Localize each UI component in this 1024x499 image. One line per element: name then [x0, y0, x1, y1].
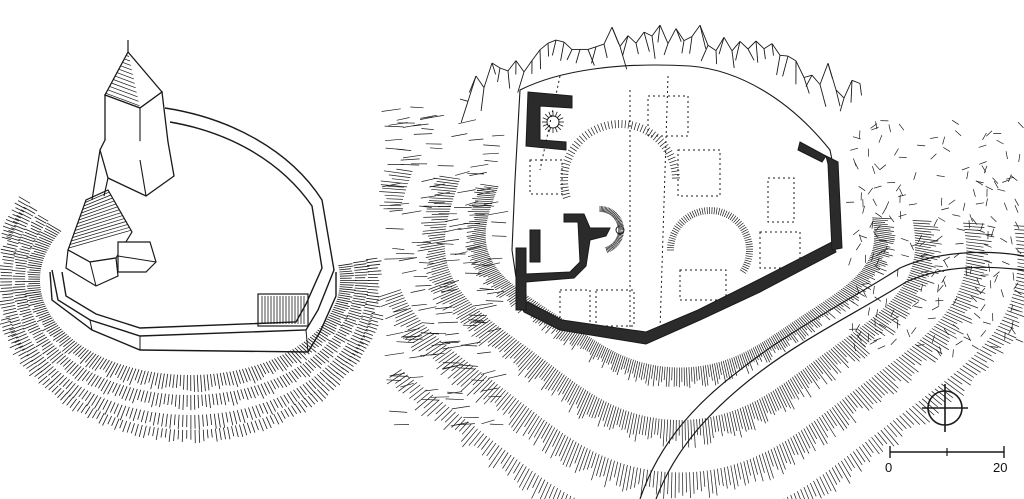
dotted-foundations	[529, 75, 801, 331]
hill-hachure-left	[0, 196, 384, 444]
scale-start-label: 0	[885, 460, 892, 475]
keep-tower	[99, 40, 175, 197]
hall-building	[65, 149, 157, 287]
corner-building	[257, 293, 309, 327]
well-symbol	[542, 111, 564, 133]
north-arrow-icon	[922, 384, 968, 432]
isometric-reconstruction	[0, 40, 384, 444]
site-plan: 0 20	[376, 24, 1024, 499]
hill-hachure-right	[376, 106, 1024, 499]
rocky-crest	[459, 24, 862, 123]
inner-earthworks	[559, 119, 754, 274]
access-road	[639, 251, 1024, 499]
surviving-walls	[515, 91, 843, 345]
curtain-wall	[49, 107, 337, 353]
scale-bar: 0 20	[885, 446, 1007, 475]
cistern-symbol	[615, 225, 625, 235]
scale-end-label: 20	[993, 460, 1007, 475]
